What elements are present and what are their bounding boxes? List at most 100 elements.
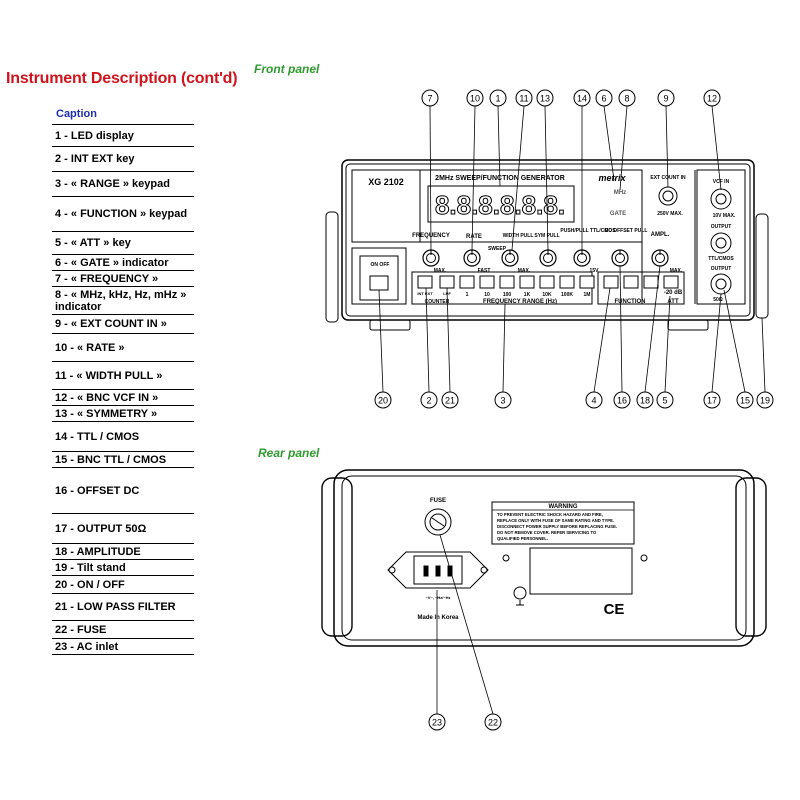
keypad-key[interactable] xyxy=(559,275,575,289)
callout-marker: 5 xyxy=(656,391,674,409)
keypad-key[interactable] xyxy=(439,275,455,289)
keypad-key[interactable] xyxy=(499,275,515,289)
rate-knob[interactable] xyxy=(463,249,481,267)
caption-heading: Caption xyxy=(56,108,97,120)
keypad-key[interactable] xyxy=(539,275,555,289)
keypad-key[interactable] xyxy=(519,275,535,289)
callout-marker: 2 xyxy=(420,391,438,409)
callout-number: 19 xyxy=(760,396,770,406)
callout-marker: 18 xyxy=(636,391,654,409)
callout-marker: 15 xyxy=(736,391,754,409)
callout-number: 18 xyxy=(640,396,650,406)
warning-line: TO PREVENT ELECTRIC SHOCK HAZARD AND FIR… xyxy=(497,512,603,517)
callout-number: 20 xyxy=(378,396,388,406)
front-panel xyxy=(325,159,769,331)
ttl-cmos-knob[interactable] xyxy=(573,249,591,267)
width-knob[interactable] xyxy=(501,249,519,267)
callout-marker: 3 xyxy=(494,391,512,409)
callout-number: 6 xyxy=(601,94,606,104)
offset-knob[interactable] xyxy=(611,249,629,267)
ampl-label: AMPL. xyxy=(651,232,670,238)
callout-number: 14 xyxy=(577,94,587,104)
callout-marker: 14 xyxy=(573,89,591,107)
range-value-label: 10K xyxy=(542,292,552,298)
led-digits: 8.8.8.8.8.8. xyxy=(435,190,565,220)
keypad-key[interactable] xyxy=(663,275,679,289)
callout-number: 2 xyxy=(426,396,431,406)
callout-number: 8 xyxy=(624,94,629,104)
rear-right-handle xyxy=(735,477,767,637)
callout-number: 1 xyxy=(495,94,500,104)
led-display xyxy=(427,185,575,223)
warning-line: DISCONNECT POWER SUPPLY BEFORE REPLACING… xyxy=(497,524,617,529)
caption-item: 6 - « GATE » indicator xyxy=(52,255,194,271)
counter-label: COUNTER xyxy=(425,299,450,305)
front-knobs xyxy=(422,249,669,267)
range-value-label: 10 xyxy=(484,292,490,298)
right-tilt-stand xyxy=(755,213,769,319)
symmetry-knob[interactable] xyxy=(539,249,557,267)
callout-marker: 12 xyxy=(703,89,721,107)
amplitude-knob[interactable] xyxy=(651,249,669,267)
mhz-indicator: MHz xyxy=(614,190,626,196)
caption-item: 7 - « FREQUENCY » xyxy=(52,271,194,287)
caption-item: 23 - AC inlet xyxy=(52,639,194,655)
caption-item: 15 - BNC TTL / CMOS xyxy=(52,452,194,468)
callout-number: 4 xyxy=(591,396,596,406)
callout-marker: 11 xyxy=(515,89,533,107)
callout-number: 16 xyxy=(617,396,627,406)
fast-label: FAST xyxy=(478,268,491,274)
width-pull-label: WIDTH PULL xyxy=(503,233,534,239)
caption-item: 3 - « RANGE » keypad xyxy=(52,172,194,197)
callout-number: 10 xyxy=(470,94,480,104)
callout-marker: 10 xyxy=(466,89,484,107)
callout-number: 11 xyxy=(519,94,528,104)
page-title: Instrument Description (cont'd) xyxy=(6,70,238,87)
rear-panel-heading: Rear panel xyxy=(258,446,320,460)
range-value-label: 1 xyxy=(466,292,469,298)
ac-inlet xyxy=(387,551,489,589)
keypad-key[interactable] xyxy=(459,275,475,289)
callout-marker: 1 xyxy=(489,89,507,107)
keypad-key[interactable] xyxy=(643,275,659,289)
freq-max-label: MAX. xyxy=(434,268,447,274)
keypad-key[interactable] xyxy=(479,275,495,289)
blank-plate xyxy=(529,547,633,595)
caption-item: 17 - OUTPUT 50Ω xyxy=(52,514,194,544)
keypad-key[interactable] xyxy=(417,275,433,289)
vcf-label: VCF IN xyxy=(713,179,730,185)
caption-item: 21 - LOW PASS FILTER xyxy=(52,594,194,621)
keypad-key[interactable] xyxy=(579,275,595,289)
rate-label: RATE xyxy=(466,234,482,240)
callout-marker: 20 xyxy=(374,391,392,409)
ttl-cmos-label: TTL/CMOS xyxy=(708,256,734,262)
gate-indicator: GATE xyxy=(610,211,626,217)
callout-marker: 22 xyxy=(484,713,502,731)
front-body xyxy=(341,159,755,321)
callout-marker: 17 xyxy=(703,391,721,409)
keypad-key[interactable] xyxy=(603,275,619,289)
range-value-label: 1M xyxy=(584,292,591,298)
keypad-key[interactable] xyxy=(623,275,639,289)
callout-marker: 8 xyxy=(618,89,636,107)
brand-logo: metrix xyxy=(598,173,626,183)
callout-number: 23 xyxy=(432,718,442,728)
frequency-knob[interactable] xyxy=(422,249,440,267)
callout-marker: 23 xyxy=(428,713,446,731)
callout-marker: 9 xyxy=(657,89,675,107)
caption-item: 8 - « MHz, kHz, Hz, mHz » indicator xyxy=(52,287,194,315)
ext-count-label: EXT COUNT IN xyxy=(650,175,686,181)
caption-item: 4 - « FUNCTION » keypad xyxy=(52,197,194,232)
callout-number: 17 xyxy=(707,396,717,406)
att-label: ATT xyxy=(667,299,679,305)
ampl-max-label: MAX. xyxy=(670,268,683,274)
callout-marker: 16 xyxy=(613,391,631,409)
rear-left-handle xyxy=(321,477,353,637)
ce-mark: CE xyxy=(604,601,625,618)
caption-item: 19 - Tilt stand xyxy=(52,560,194,576)
caption-item: 22 - FUSE xyxy=(52,621,194,639)
output-ttl-label: OUTPUT xyxy=(711,224,732,230)
callout-number: 15 xyxy=(740,396,750,406)
